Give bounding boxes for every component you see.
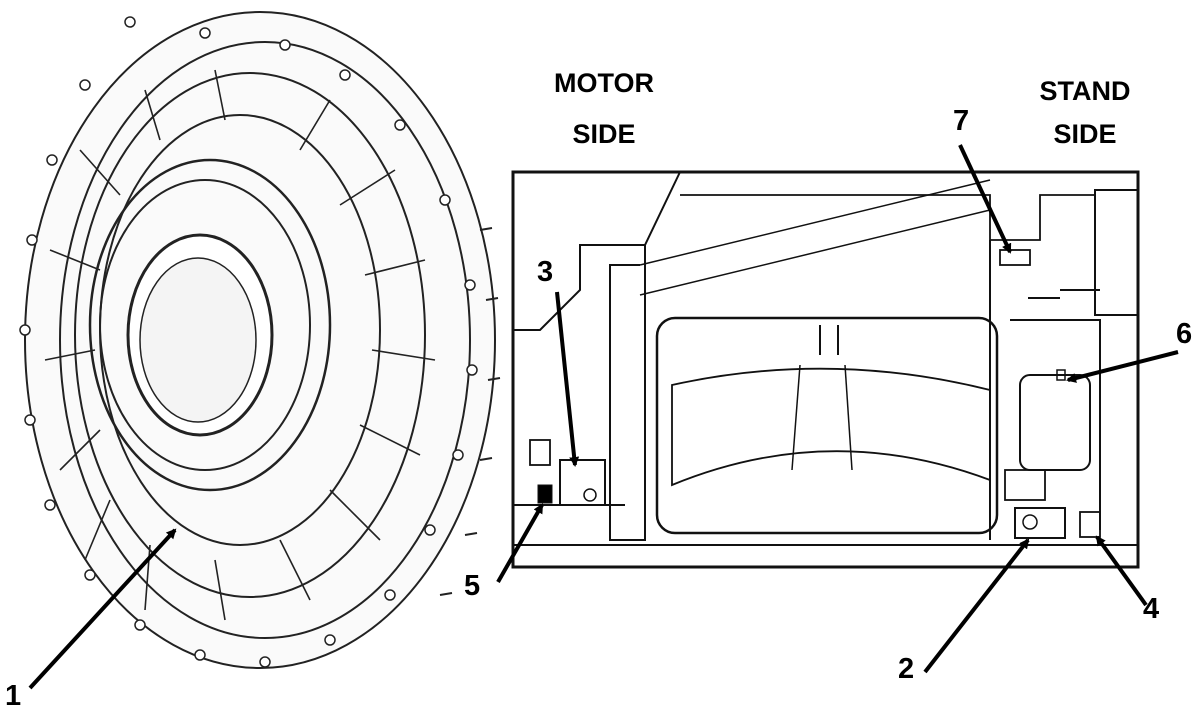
callout-4: 4 (1143, 593, 1160, 625)
leader-2 (923, 538, 1030, 674)
leader-lines (28, 144, 1179, 690)
leader-4 (1095, 535, 1148, 607)
flange-drawing (19, 11, 501, 669)
section-drawing (511, 170, 1140, 569)
callout-7: 7 (953, 105, 970, 137)
motor-side-heading-line1: MOTOR (554, 68, 654, 98)
callout-3: 3 (537, 256, 554, 288)
leader-1 (28, 528, 177, 690)
leader-5 (496, 503, 544, 583)
motor-side-heading-line2: SIDE (572, 119, 636, 149)
stand-side-heading-line1: STAND (1039, 76, 1131, 106)
leader-6 (1066, 350, 1179, 383)
callout-5: 5 (464, 570, 481, 602)
section-frame (511, 170, 1140, 569)
leader-3 (555, 291, 580, 467)
callout-2: 2 (898, 653, 915, 685)
leader-7 (958, 144, 1012, 254)
flange-studs (439, 227, 501, 596)
callout-6: 6 (1176, 318, 1193, 350)
stand-side-heading-line2: SIDE (1053, 119, 1117, 149)
callout-1: 1 (5, 680, 22, 712)
flange-bolts (19, 16, 478, 668)
